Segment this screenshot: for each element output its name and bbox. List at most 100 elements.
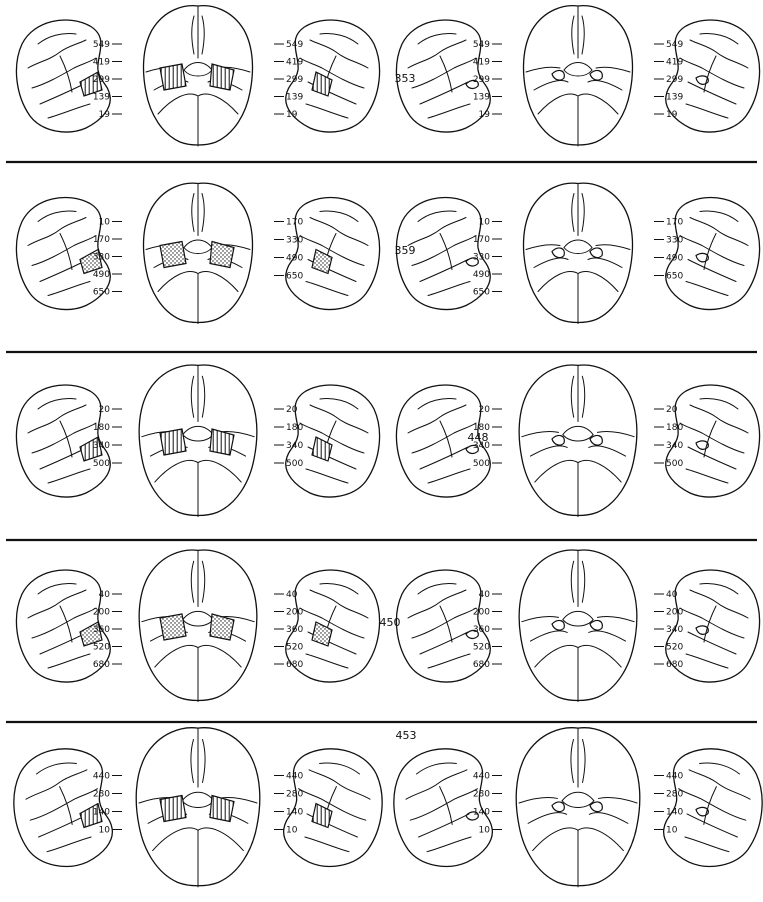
level-label-right: 440	[286, 772, 303, 782]
level-label-left: 500	[93, 459, 110, 469]
level-label-left: 10	[99, 826, 111, 836]
panel-row-3: 2018034050020180340500201803405002018034…	[16, 365, 759, 517]
level-label-right: 650	[666, 272, 683, 282]
panel-row-5: 4402801401044028014010440280140104402801…	[14, 728, 762, 887]
level-label-right: 170	[286, 218, 303, 228]
level-label-left: 549	[473, 40, 490, 50]
lesion-outline-set: 4402801401044028014010	[394, 728, 762, 887]
level-label-left: 440	[473, 772, 490, 782]
level-label-right: 340	[666, 441, 683, 451]
lesion-area-left	[160, 614, 186, 640]
lesion-extent-set: 4020036052068040200360520680	[16, 550, 379, 702]
level-label-left: 419	[473, 58, 490, 68]
level-label-left: 10	[99, 218, 111, 228]
level-label-right: 419	[286, 58, 303, 68]
lesion-area-left	[160, 429, 186, 455]
level-label-right: 520	[666, 643, 683, 653]
level-label-left: 200	[93, 608, 110, 618]
ventral-view	[524, 6, 633, 146]
level-label-right: 20	[666, 405, 678, 415]
level-label-left: 490	[473, 270, 490, 280]
level-label-right: 680	[666, 660, 683, 670]
level-label-right: 299	[666, 75, 683, 85]
level-label-left: 280	[473, 790, 490, 800]
ventral-view	[519, 365, 637, 517]
panel-row-2: 1017033049065017033049065010170330490650…	[16, 183, 759, 323]
case-number: 450	[380, 616, 401, 629]
level-label-right: 330	[286, 236, 303, 246]
level-label-right: 549	[666, 40, 683, 50]
level-label-left: 440	[93, 772, 110, 782]
ventral-view	[519, 550, 637, 702]
level-label-right: 140	[286, 808, 303, 818]
lesion-area-left	[160, 242, 186, 268]
level-label-right: 500	[666, 459, 683, 469]
level-label-right: 10	[666, 826, 678, 836]
level-label-left: 20	[99, 405, 111, 415]
level-label-left: 340	[93, 441, 110, 451]
level-label-right: 490	[286, 254, 303, 264]
level-label-left: 20	[479, 405, 491, 415]
level-label-right: 10	[286, 826, 298, 836]
ventral-view	[139, 550, 257, 702]
level-label-right: 180	[286, 423, 303, 433]
ventral-view	[516, 728, 640, 887]
level-label-left: 360	[473, 625, 490, 635]
level-label-right: 360	[286, 625, 303, 635]
case-number: 448	[468, 431, 489, 444]
lesion-outline-set: 549 419 299 139 19 549 419 299 139 19	[396, 6, 759, 146]
lesion-area-left	[160, 796, 186, 822]
level-label-left: 299	[473, 75, 490, 85]
level-label-right: 330	[666, 236, 683, 246]
case-number: 453	[396, 729, 417, 742]
level-label-left: 19	[99, 110, 111, 120]
level-label-left: 40	[479, 590, 491, 600]
level-label-left: 139	[473, 93, 490, 103]
level-label-left: 140	[93, 808, 110, 818]
level-label-right: 299	[286, 75, 303, 85]
level-label-right: 140	[666, 808, 683, 818]
level-label-right: 200	[666, 608, 683, 618]
level-label-right: 139	[666, 93, 683, 103]
level-label-right: 419	[666, 58, 683, 68]
level-label-left: 330	[93, 253, 110, 263]
ventral-view	[524, 183, 633, 323]
level-label-right: 170	[666, 218, 683, 228]
level-label-right: 340	[666, 625, 683, 635]
level-label-right: 520	[286, 643, 303, 653]
ventral-view	[139, 365, 257, 517]
level-label-left: 520	[93, 643, 110, 653]
level-label-right: 19	[286, 110, 298, 120]
level-label-right: 180	[666, 423, 683, 433]
lesion-outline-set: 10170330490650170330490650	[396, 183, 759, 323]
level-label-left: 19	[479, 110, 491, 120]
level-label-left: 680	[473, 660, 490, 670]
level-label-left: 520	[473, 643, 490, 653]
case-number: 353	[395, 72, 416, 85]
level-label-left: 419	[93, 58, 110, 68]
level-label-right: 500	[286, 459, 303, 469]
level-label-left: 180	[93, 423, 110, 433]
lesion-extent-set: 10170330490650170330490650	[16, 183, 379, 323]
ventral-view	[144, 183, 253, 323]
level-label-right: 280	[666, 790, 683, 800]
level-label-right: 490	[666, 254, 683, 264]
level-label-right: 680	[286, 660, 303, 670]
level-label-left: 549	[93, 40, 110, 50]
level-label-left: 360	[93, 625, 110, 635]
panel-row-4: 4020036052068040200360520680402003605206…	[16, 550, 759, 702]
level-label-right: 19	[666, 110, 678, 120]
level-label-left: 490	[93, 270, 110, 280]
lesion-extent-set: 4402801401044028014010	[14, 728, 382, 887]
level-label-right: 340	[286, 441, 303, 451]
level-label-left: 140	[473, 808, 490, 818]
level-label-left: 40	[99, 590, 111, 600]
level-label-left: 170	[93, 235, 110, 245]
level-label-left: 330	[473, 253, 490, 263]
level-label-right: 280	[286, 790, 303, 800]
level-label-left: 10	[479, 826, 491, 836]
